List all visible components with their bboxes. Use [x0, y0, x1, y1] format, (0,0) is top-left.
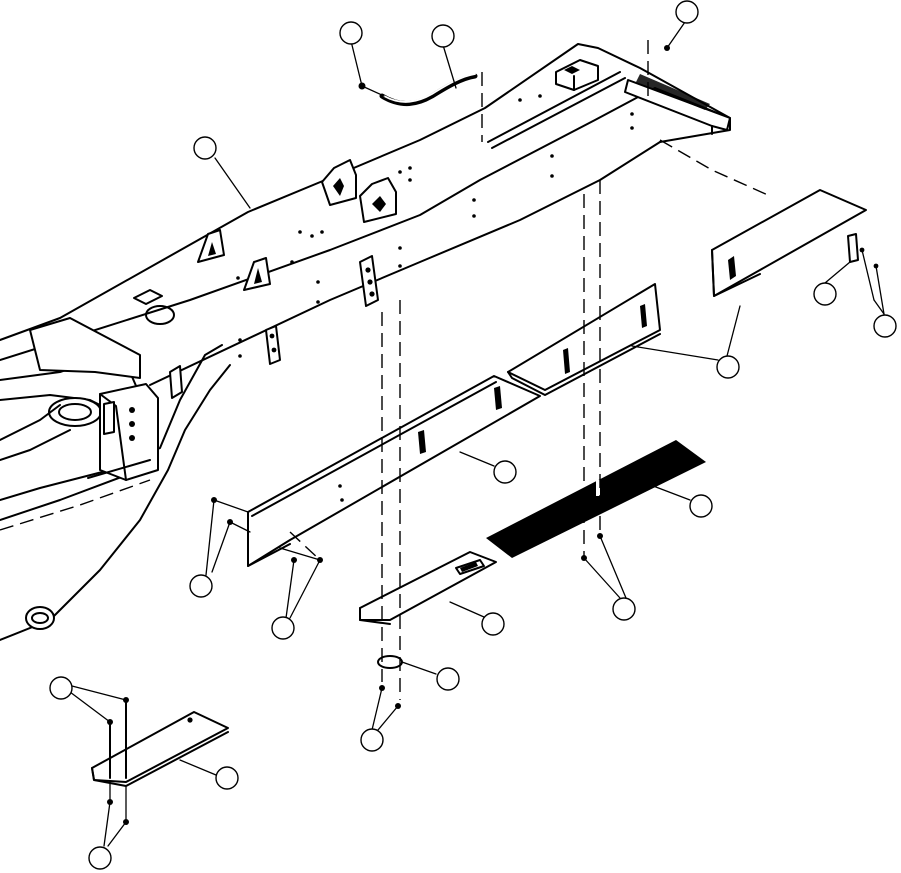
callout-boom [193, 136, 217, 160]
hose [361, 73, 478, 106]
callout-hose [431, 24, 455, 48]
callout-side-strip-bolts [189, 574, 213, 598]
side-wear-strip [247, 375, 541, 567]
callout-spacer-washer [436, 667, 460, 691]
callout-right-plate-slot [813, 282, 837, 306]
callout-wear-strips [716, 355, 740, 379]
callout-hose-clamp [339, 21, 363, 45]
anti-slip-pad [486, 440, 706, 558]
callout-lower-left-bolts [49, 676, 73, 700]
alignment-lines [289, 40, 771, 700]
callout-lower-left-plate [215, 766, 239, 790]
callout-leaders [69, 21, 885, 847]
callout-top-rear-screw [675, 0, 699, 24]
callout-anti-slip-pad [689, 494, 713, 518]
callout-center-plate-bolts [360, 728, 384, 752]
callout-pad-fasteners [612, 597, 636, 621]
callout-side-strip-nuts [271, 616, 295, 640]
right-wear-plate [711, 189, 867, 297]
side-strip-bolts [211, 497, 251, 533]
callout-right-plate-hardware [873, 314, 897, 338]
side-strip-nuts [279, 547, 323, 563]
boom [0, 43, 731, 641]
center-bottom-plate [359, 551, 497, 625]
callout-center-bottom-plate [481, 612, 505, 636]
callout-side-wear-strip [493, 460, 517, 484]
boom-rivets [236, 94, 634, 358]
right-plate-hardware [859, 247, 885, 315]
long-wear-strip [507, 283, 661, 396]
callout-lower-left-nuts [88, 846, 112, 870]
callout-bubbles [49, 0, 897, 870]
